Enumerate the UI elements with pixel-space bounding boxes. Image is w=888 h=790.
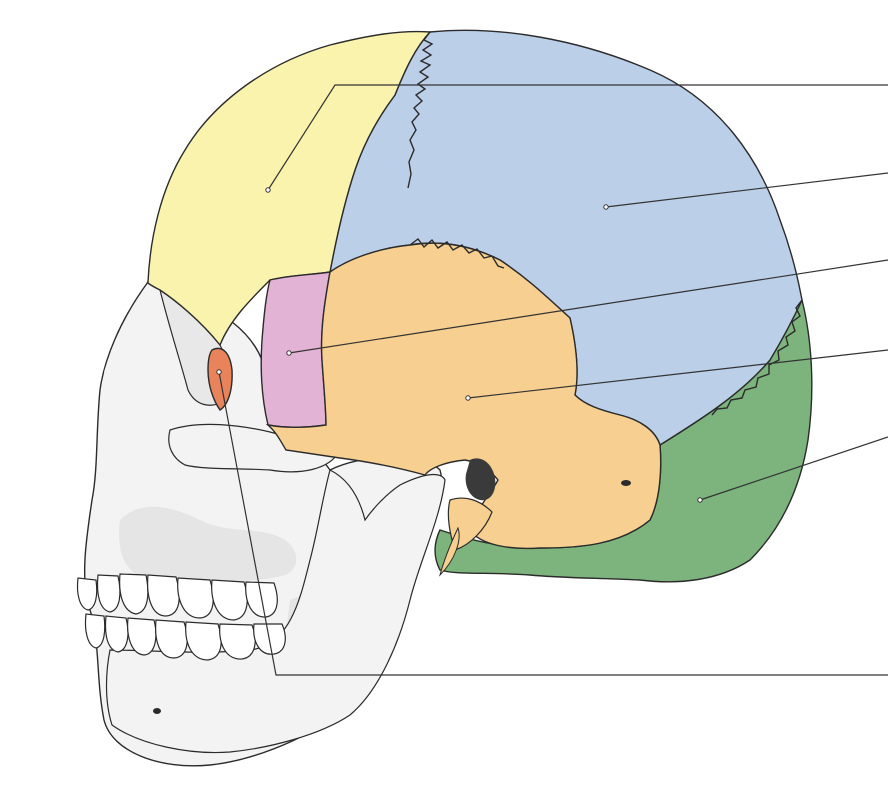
coronal-suture (407, 31, 434, 189)
leader-lines (216, 84, 888, 676)
mastoid-foramen (621, 480, 631, 486)
leader-line-occipital (699, 436, 888, 501)
mental-foramen (153, 708, 161, 714)
leader-dot-temporal (465, 395, 471, 401)
upper-teeth (76, 573, 278, 621)
frontal-bone (146, 30, 432, 347)
squamous-suture (409, 238, 505, 269)
facial-skeleton (76, 281, 446, 767)
leader-line-frontal (267, 84, 888, 191)
leader-dot-parietal (603, 204, 609, 210)
leader-dot-frontal (265, 187, 271, 193)
external-auditory-meatus (465, 458, 496, 501)
leader-dot-lacrimal (216, 369, 222, 375)
leader-line-lacrimal (218, 371, 888, 676)
leader-line-temporal (467, 349, 888, 399)
temporal-bone (265, 242, 662, 550)
face-shading (119, 506, 297, 582)
lower-teeth (84, 613, 286, 661)
leader-dot-sphenoid (286, 350, 292, 356)
sphenoid-bone (260, 271, 331, 428)
styloid-process (439, 526, 460, 577)
lambdoid-suture (711, 299, 803, 416)
leader-line-sphenoid (288, 259, 888, 354)
cranial-bones (146, 29, 813, 583)
nasal-bone (104, 300, 165, 380)
leader-line-parietal (605, 172, 888, 208)
leader-dot-occipital (697, 497, 703, 503)
zygomatic-arch (168, 423, 341, 473)
